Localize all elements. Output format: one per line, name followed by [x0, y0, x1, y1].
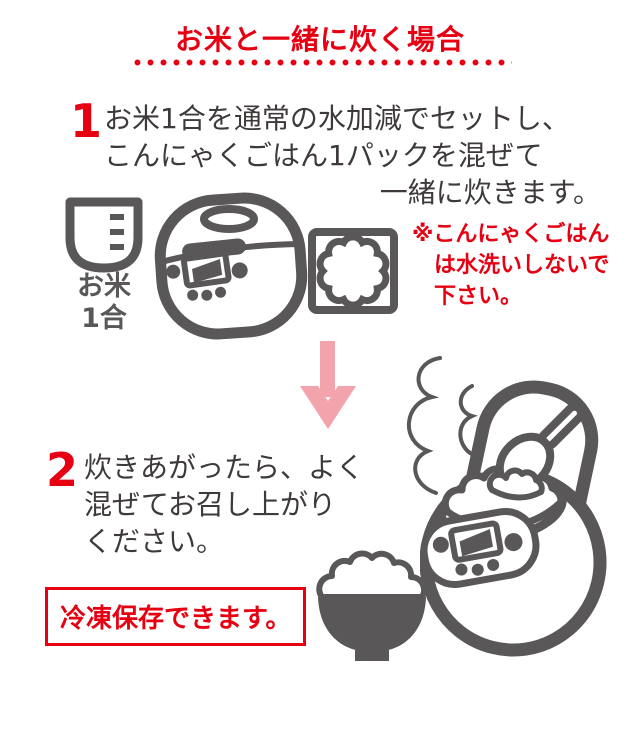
step2-text: 炊きあがったら、よく 混ぜてお召し上がり ください。: [84, 449, 364, 560]
cup-label-line2: 1合: [81, 303, 127, 334]
freeze-note-text: 冷凍保存できます。: [60, 604, 292, 634]
step2-line1: 炊きあがったら、よく: [84, 451, 365, 484]
caution-note-line3: 下さい。: [434, 284, 523, 309]
rice-bowl-icon: [316, 550, 428, 661]
measuring-cup-icon: [65, 197, 143, 273]
steam-icon: [407, 356, 478, 495]
caution-note: ※こんにゃくごはん は水洗いしないで 下さい。: [412, 219, 609, 312]
step2-line3: ください。: [84, 525, 225, 558]
rice-cooker-closed-icon: [154, 192, 308, 340]
step2-line2: 混ぜてお召し上がり: [84, 488, 337, 521]
page-title: お米と一緒に炊く場合: [174, 23, 465, 56]
step2-number: 2: [46, 443, 79, 497]
dotted-divider: [131, 58, 512, 67]
step1-line2: こんにゃくごはん1パックを混ぜて: [104, 139, 543, 172]
step1-number: 1: [70, 94, 103, 148]
caution-note-line1: ※こんにゃくごはん: [412, 222, 610, 247]
caution-note-line2: は水洗いしないで: [434, 253, 610, 278]
step1-line1: お米1合を通常の水加減でセットし、: [104, 102, 570, 135]
cup-label-line1: お米: [77, 271, 131, 302]
konnyaku-pack-icon: [308, 228, 398, 314]
rice-cooker-open-icon: [420, 380, 607, 657]
freeze-note-box: 冷凍保存できます。: [45, 587, 307, 646]
cup-label: お米 1合: [56, 271, 152, 335]
step1-text: お米1合を通常の水加減でセットし、 こんにゃくごはん1パックを混ぜて 一緒に炊き…: [104, 100, 601, 211]
down-arrow-icon: [300, 341, 356, 429]
step1-line3: 一緒に炊きます。: [379, 176, 601, 209]
